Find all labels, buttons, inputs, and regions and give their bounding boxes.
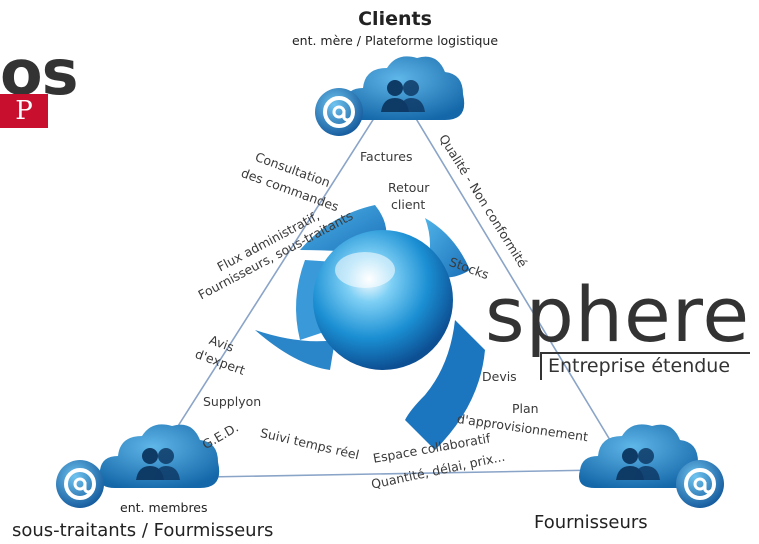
node-clients-title: Clients — [358, 8, 432, 30]
cloud-users-icon — [344, 56, 465, 120]
node-members-subtitle: ent. membres — [120, 500, 208, 515]
edge-label: Devis — [482, 369, 517, 384]
edge-label: Plan — [512, 401, 539, 416]
edge-members-suppliers — [149, 469, 601, 479]
brand-logo-text: os — [0, 36, 78, 109]
sphere-logo-icon — [255, 205, 485, 450]
edge-label: Retour — [388, 180, 430, 195]
node-suppliers-title: Fournisseurs — [534, 512, 648, 533]
at-sign-icon — [676, 460, 724, 508]
at-sign-icon — [56, 460, 104, 508]
edge-label: client — [391, 197, 426, 212]
node-members-title: sous-traitants / Fourmisseurs — [12, 520, 274, 541]
cloud-users-icon — [579, 424, 700, 488]
at-sign-icon — [315, 88, 363, 136]
product-tagline: Entreprise étendue — [548, 355, 731, 377]
edge-label: Supplyon — [203, 394, 262, 409]
product-divider-tick — [540, 352, 542, 380]
edge-clients-suppliers — [411, 111, 611, 441]
product-divider — [540, 352, 750, 354]
triangle-edges — [149, 111, 611, 479]
brand-logo-red-box: P — [0, 94, 48, 128]
product-name: sphere — [485, 270, 751, 359]
cloud-users-icon — [99, 424, 220, 488]
edge-clients-members — [149, 111, 379, 471]
edge-label: Factures — [360, 149, 413, 164]
node-clients-subtitle: ent. mère / Plateforme logistique — [291, 33, 499, 48]
